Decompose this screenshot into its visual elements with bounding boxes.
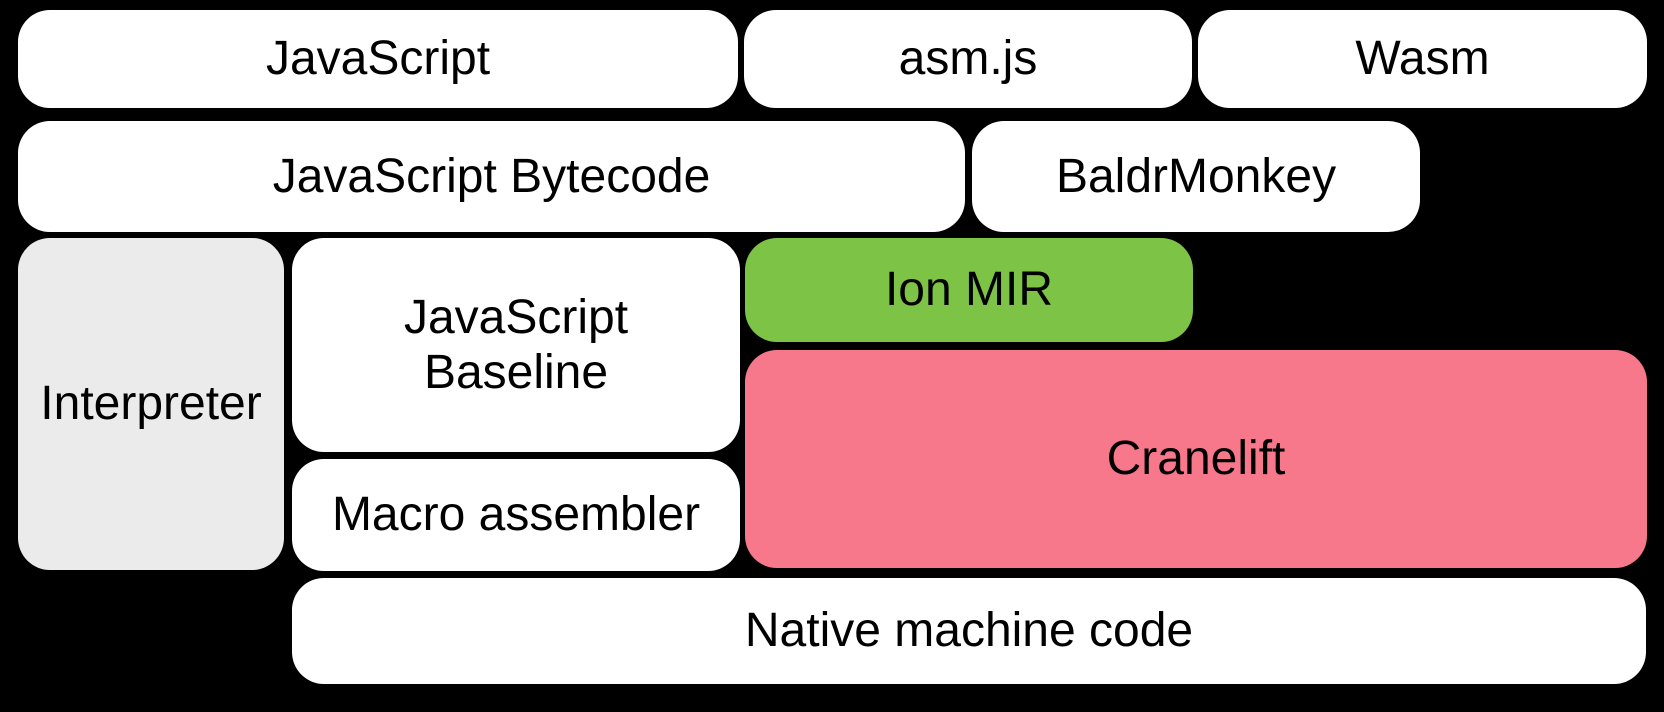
- node-asmjs: asm.js: [744, 10, 1192, 108]
- node-macro-assembler: Macro assembler: [292, 459, 740, 571]
- node-wasm: Wasm: [1198, 10, 1647, 108]
- node-javascript: JavaScript: [18, 10, 738, 108]
- node-cranelift: Cranelift: [745, 350, 1647, 568]
- node-interpreter: Interpreter: [18, 238, 284, 570]
- node-baldrmonkey: BaldrMonkey: [972, 121, 1420, 232]
- node-javascript-baseline-line2: Baseline: [423, 346, 609, 399]
- node-ion-mir: Ion MIR: [745, 238, 1193, 342]
- node-native-machine-code: Native machine code: [292, 578, 1646, 684]
- node-javascript-baseline: JavaScript Baseline: [292, 238, 740, 452]
- node-javascript-baseline-line1: JavaScript: [403, 290, 629, 344]
- node-javascript-bytecode: JavaScript Bytecode: [18, 121, 965, 232]
